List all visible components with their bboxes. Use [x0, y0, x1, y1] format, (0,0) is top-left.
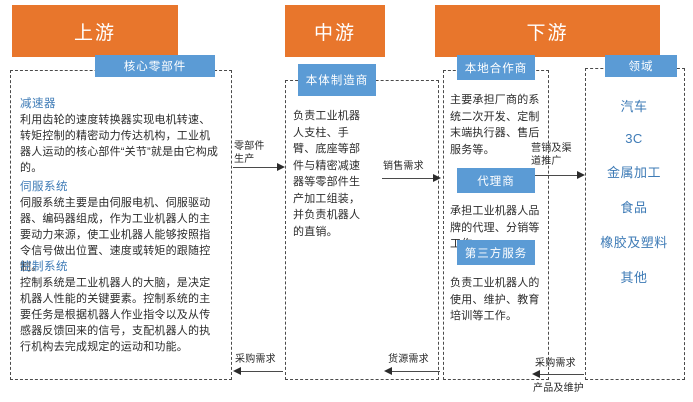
midstream-body-text: 负责工业机器人支柱、手臂、底座等部件与精密减速器等零部件生产加工组装，并负责机器…	[293, 110, 361, 238]
arrow-label-procurement-demand-upstream: 采购需求	[235, 354, 276, 365]
arrow-label-procurement-demand-downstream: 采购需求	[535, 358, 576, 369]
label-field: 领域	[605, 55, 677, 77]
label-local-partner: 本地合作商	[457, 55, 535, 80]
label-core-parts: 核心零部件	[95, 55, 215, 77]
downstream-local-partner-body: 主要承担厂商的系统二次开发、定制末端执行器、售后服务等。	[450, 94, 540, 156]
section-title: 控制系统	[20, 261, 68, 273]
field-item: 食品	[620, 200, 648, 215]
band-downstream: 下游	[435, 5, 660, 57]
section-body: 控制系统是工业机器人的大脑，是决定机器人性能的关键要素。控制系统的主要任务是根据…	[20, 277, 211, 353]
label-body-maker: 本体制造商	[298, 64, 376, 96]
field-item: 金属加工	[606, 165, 661, 180]
arrow-label-parts-production: 零部件 生产	[234, 141, 265, 165]
arrow-label-supply-demand: 货源需求	[388, 354, 429, 365]
field-item: 橡胶及塑料	[600, 235, 668, 250]
band-upstream: 上游	[12, 5, 178, 57]
section-title: 伺服系统	[20, 181, 68, 193]
upstream-section-control: 控制系统 控制系统是工业机器人的大脑，是决定机器人性能的关键要素。控制系统的主要…	[20, 258, 220, 356]
section-body: 利用齿轮的速度转换器实现电机转速、转矩控制的精密动力传达机构，工业机器人运动的核…	[20, 114, 219, 174]
label-third-party: 第三方服务	[457, 240, 535, 265]
upstream-section-reducer: 减速器 利用齿轮的速度转换器实现电机转速、转矩控制的精密动力传达机构，工业机器人…	[20, 95, 220, 177]
section-title: 减速器	[20, 98, 56, 110]
field-item: 其他	[620, 270, 648, 285]
arrow-label-products-maintenance: 产品及维护	[533, 383, 584, 394]
application-field-list: 汽车 3C 金属加工 食品 橡胶及塑料 其他	[585, 88, 683, 294]
field-item: 汽车	[620, 99, 648, 114]
section-body: 伺服系统主要是由伺服电机、伺服驱动器、编码器组成，作为工业机器人的主要动力来源，…	[20, 197, 211, 273]
downstream-third-party-body: 负责工业机器人的使用、维护、教育培训等工作。	[450, 277, 540, 322]
field-item: 3C	[625, 131, 643, 146]
label-agent: 代理商	[457, 168, 535, 193]
arrow-label-marketing-channel: 营销及渠 道推广	[531, 143, 572, 167]
upstream-section-servo: 伺服系统 伺服系统主要是由伺服电机、伺服驱动器、编码器组成，作为工业机器人的主要…	[20, 178, 220, 276]
band-midstream: 中游	[285, 5, 385, 57]
arrow-label-sales-demand: 销售需求	[383, 161, 424, 172]
